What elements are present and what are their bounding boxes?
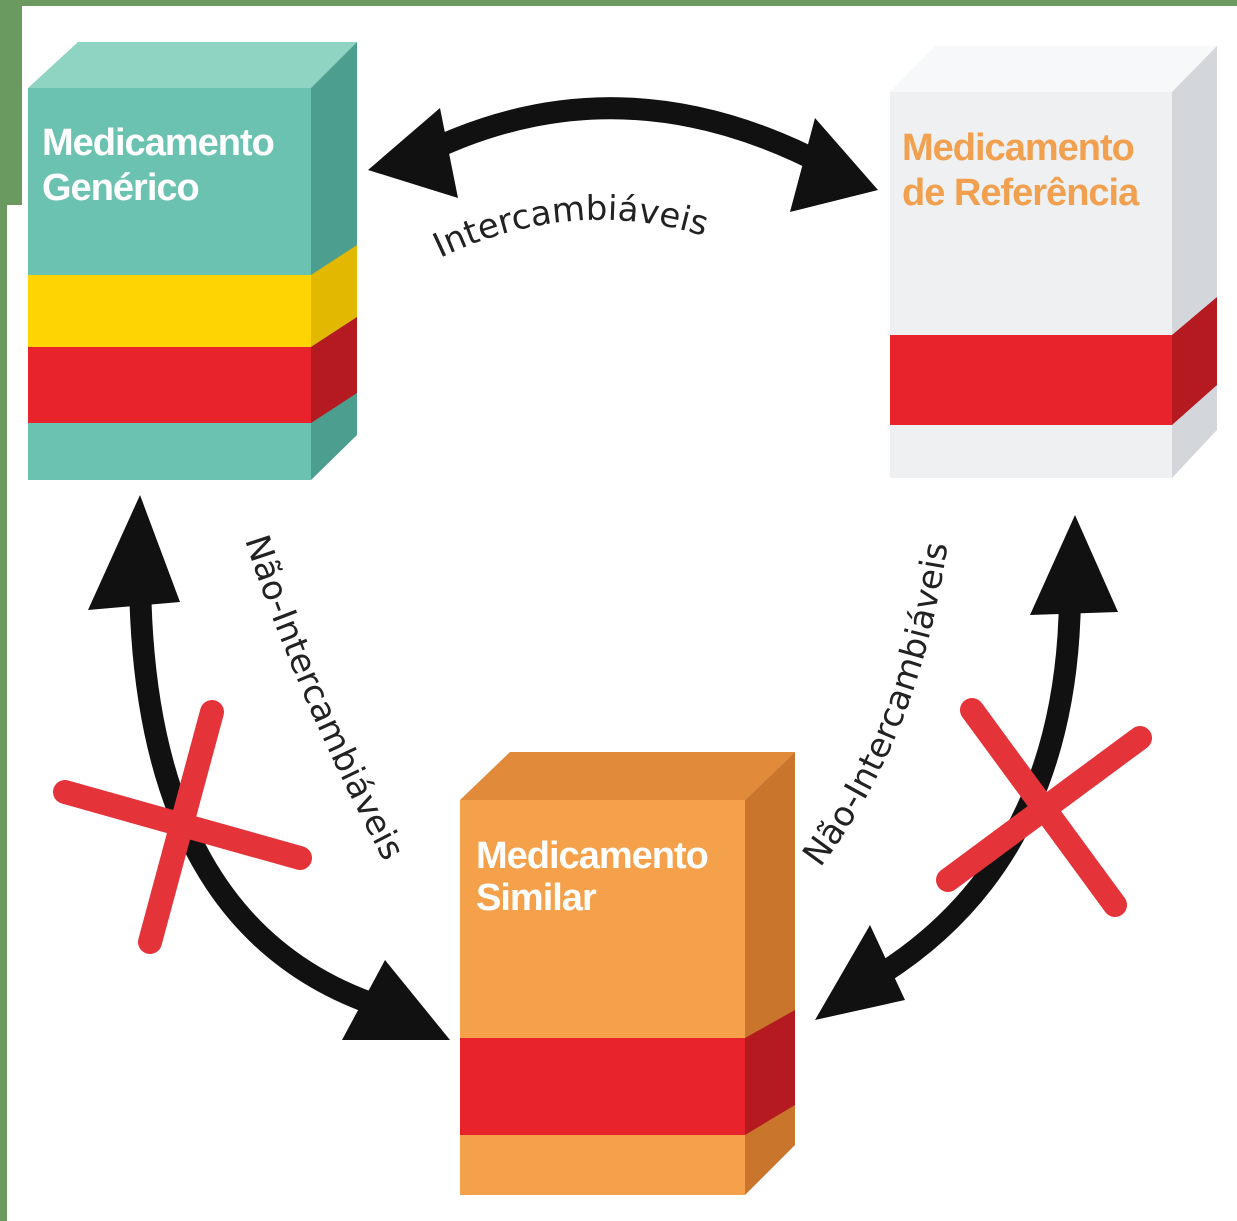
generic-title-line1: Medicamento xyxy=(42,122,274,164)
cross-icon xyxy=(53,700,312,954)
svg-text:de Referência: de Referência xyxy=(902,172,1140,214)
reference-title-line2: de Referência xyxy=(902,172,1140,214)
similar-title-line1: Medicamento xyxy=(476,835,708,877)
reference-box: Medicamento de Referência xyxy=(890,46,1217,478)
svg-text:Similar: Similar xyxy=(476,877,597,919)
frame-top xyxy=(0,0,1237,6)
frame-corner xyxy=(0,0,22,205)
edge-label-right: Não-Intercambiáveis xyxy=(795,540,956,874)
generic-box: Medicamento Genérico xyxy=(28,42,357,480)
edge-label-right-text: Não-Intercambiáveis xyxy=(795,540,956,874)
frame-left xyxy=(0,0,7,1221)
cross-icon xyxy=(936,698,1152,917)
generic-red-stripe xyxy=(28,347,311,423)
similar-title-line2: Similar xyxy=(476,877,597,919)
edge-label-top-text: Intercambiáveis xyxy=(427,189,713,266)
edge-label-left: Não-Intercambiáveis xyxy=(236,530,412,867)
similar-box: Medicamento Similar xyxy=(460,752,795,1195)
svg-text:Genérico: Genérico xyxy=(42,167,199,209)
edge-label-top: Intercambiáveis xyxy=(427,189,713,266)
similar-red-stripe xyxy=(460,1038,745,1135)
reference-title-line1: Medicamento xyxy=(902,127,1134,169)
generic-title-line2: Genérico xyxy=(42,167,199,209)
double-arrow-icon xyxy=(368,97,878,212)
edge-label-left-text: Não-Intercambiáveis xyxy=(236,530,412,867)
generic-yellow-stripe xyxy=(28,275,311,347)
double-arrow-icon xyxy=(88,495,450,1040)
svg-text:Medicamento: Medicamento xyxy=(42,122,274,164)
svg-text:Medicamento: Medicamento xyxy=(902,127,1134,169)
reference-red-stripe xyxy=(890,335,1172,425)
svg-text:Medicamento: Medicamento xyxy=(476,835,708,877)
